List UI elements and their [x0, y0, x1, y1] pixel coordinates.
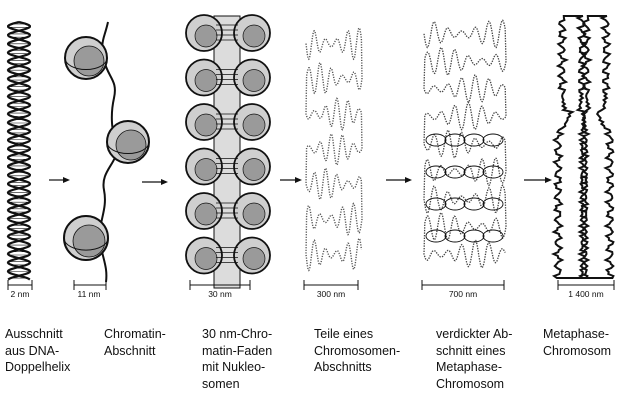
coil — [483, 230, 503, 242]
chromosome-section-loops — [306, 28, 362, 270]
scale-label-section: 300 nm — [304, 289, 358, 299]
fiber-nucleosome-core — [195, 159, 217, 181]
arrowhead — [63, 177, 70, 183]
fiber-nucleosome-core — [243, 25, 265, 47]
nucleosome-core — [116, 130, 146, 160]
fiber-nucleosome-core — [195, 114, 217, 136]
scale-label-chromosome: 1 400 nm — [556, 289, 616, 299]
scale-label-dna: 2 nm — [6, 289, 34, 299]
nucleosome-core — [73, 225, 105, 257]
chromatin-segment — [64, 22, 149, 282]
fiber-nucleosome-core — [195, 203, 217, 225]
fiber-nucleosome-core — [243, 248, 265, 270]
caption-metaphase-section: verdickter Ab- schnitt eines Metaphase- … — [436, 326, 512, 392]
metaphase-section-loops — [424, 20, 506, 267]
caption-dna: Ausschnitt aus DNA- Doppelhelix — [5, 326, 70, 376]
fiber-nucleosome-core — [195, 248, 217, 270]
nucleosome-fiber — [186, 15, 270, 288]
coil — [426, 166, 446, 178]
fiber-nucleosome-core — [195, 25, 217, 47]
arrowhead — [405, 177, 412, 183]
dna-double-helix — [8, 22, 30, 280]
chromatin-loops — [306, 28, 362, 270]
fiber-nucleosome-core — [195, 70, 217, 92]
fiber-nucleosome-core — [243, 70, 265, 92]
coil — [445, 134, 465, 146]
coil — [483, 134, 503, 146]
coil — [445, 230, 465, 242]
fiber-nucleosome-core — [243, 159, 265, 181]
coil — [464, 198, 484, 210]
fiber-nucleosome-core — [243, 114, 265, 136]
scale-label-metaphase-section: 700 nm — [420, 289, 506, 299]
caption-fiber: 30 nm-Chro- matin-Faden mit Nukleo- some… — [202, 326, 272, 392]
fiber-nucleosome-core — [243, 203, 265, 225]
arrowhead — [161, 179, 168, 185]
chromatid-right — [580, 16, 614, 278]
caption-chromatin: Chromatin- Abschnitt — [104, 326, 166, 359]
nucleosome-core — [74, 46, 104, 76]
scale-label-chromatin: 11 nm — [72, 289, 106, 299]
caption-section: Teile eines Chromosomen- Abschnitts — [314, 326, 400, 376]
condensed-loops — [424, 20, 506, 267]
coil — [445, 166, 465, 178]
coil — [464, 230, 484, 242]
scale-label-fiber: 30 nm — [190, 289, 250, 299]
caption-chromosome: Metaphase- Chromosom — [543, 326, 611, 359]
coil — [464, 134, 484, 146]
chromatid-left — [554, 16, 588, 278]
metaphase-chromosome-drawing — [554, 16, 614, 278]
coil — [464, 166, 484, 178]
arrowhead — [545, 177, 552, 183]
arrowhead — [295, 177, 302, 183]
